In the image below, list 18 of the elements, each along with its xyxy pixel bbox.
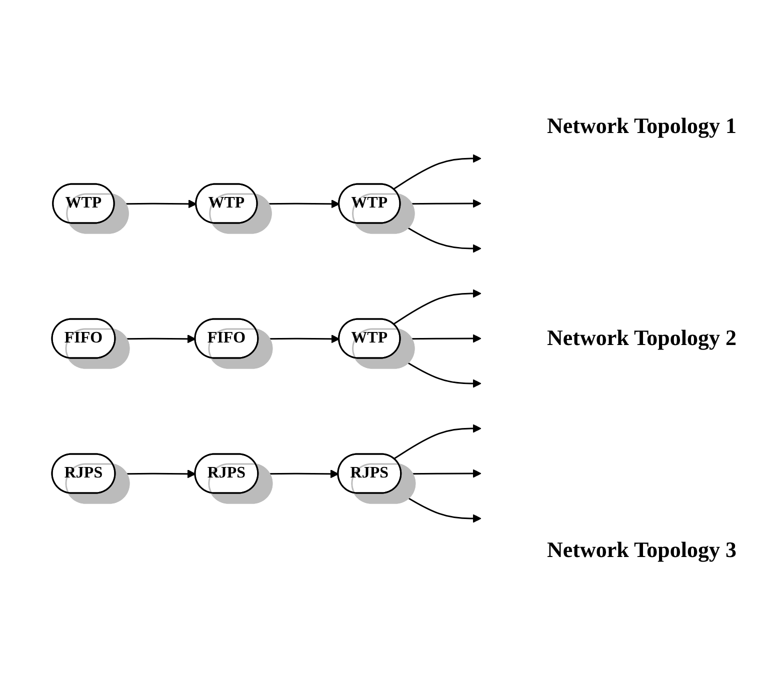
topology-caption: Network Topology 3 xyxy=(547,537,738,563)
arrow xyxy=(258,469,338,478)
topology-caption: Network Topology 2 xyxy=(547,325,738,351)
topology-caption: Network Topology 1 xyxy=(547,113,738,139)
arrow xyxy=(400,198,481,208)
arrow xyxy=(400,468,481,478)
arrow xyxy=(114,199,196,208)
arrow xyxy=(258,334,340,343)
arrow xyxy=(392,154,481,190)
arrow xyxy=(392,218,481,252)
arrow xyxy=(393,488,481,522)
arrow xyxy=(393,424,481,459)
arrow xyxy=(392,288,481,324)
arrow xyxy=(400,334,481,342)
arrow xyxy=(115,469,196,478)
arrow xyxy=(257,199,340,208)
arrow xyxy=(392,352,481,388)
arrow xyxy=(115,334,196,343)
